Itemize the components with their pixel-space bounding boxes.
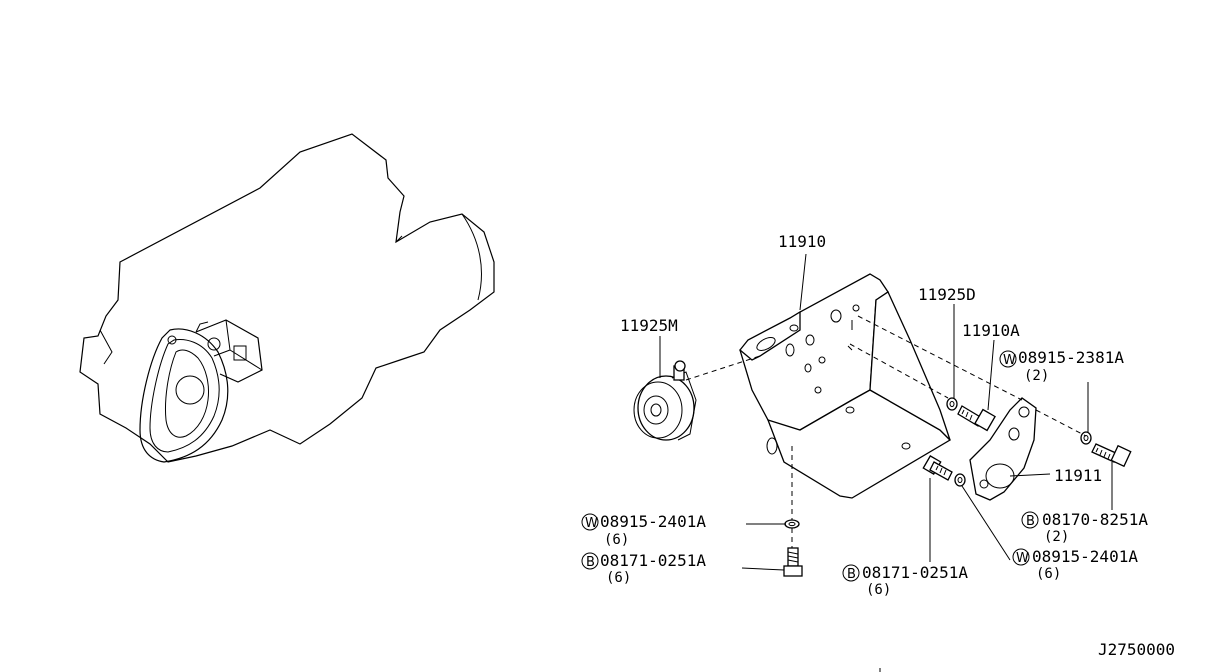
callout-w-08915-2381a: W 08915-2381A (2) <box>999 348 1124 384</box>
bracket-11910 <box>739 273 952 499</box>
svg-text:(2): (2) <box>1024 368 1049 384</box>
svg-text:11911: 11911 <box>1054 466 1102 485</box>
svg-text:B: B <box>847 567 856 582</box>
callout-b-08170-8251a: B 08170-8251A (2) <box>1021 510 1148 545</box>
idler-pulley-11925m <box>633 360 697 441</box>
callout-b-08171-0251a-left: B 08171-0251A (6) <box>581 551 706 586</box>
timing-cover <box>139 328 229 463</box>
engine-outline <box>79 133 495 463</box>
bolt-symbol-icon <box>842 564 860 582</box>
callout-11910: 11910 <box>778 232 826 251</box>
bolt-symbol-icon <box>581 552 599 570</box>
callout-w-08915-2401a-left: W 08915-2401A (6) <box>581 512 706 548</box>
svg-text:W: W <box>585 516 598 531</box>
svg-text:11910: 11910 <box>778 232 826 251</box>
assembly-lines <box>685 315 1087 548</box>
svg-text:11910A: 11910A <box>962 321 1020 340</box>
svg-text:08915-2381A: 08915-2381A <box>1018 348 1124 367</box>
bolt-08171-0251a-mid <box>922 455 953 481</box>
washer-11925d <box>946 397 958 411</box>
bolt-11910a <box>957 405 996 432</box>
washer-symbol-icon <box>581 513 599 531</box>
washer-08915-2401a-left <box>784 519 800 529</box>
svg-text:(6): (6) <box>604 532 629 548</box>
svg-text:(6): (6) <box>866 582 891 598</box>
leader-lines <box>659 253 1113 571</box>
bolt-08171-0251a-left <box>783 547 803 577</box>
svg-text:08915-2401A: 08915-2401A <box>600 512 706 531</box>
svg-text:(2): (2) <box>1044 529 1069 545</box>
svg-text:W: W <box>1016 551 1029 566</box>
plate-11911 <box>969 397 1037 501</box>
washer-symbol-icon <box>1012 548 1030 566</box>
callout-11925m: 11925M <box>620 316 678 335</box>
washer-08915-2401a-right <box>954 473 966 487</box>
svg-text:W: W <box>1003 353 1016 368</box>
washer-symbol-icon <box>999 350 1017 368</box>
bolt-08170-8251a <box>1091 443 1132 468</box>
svg-text:11925M: 11925M <box>620 316 678 335</box>
svg-text:08170-8251A: 08170-8251A <box>1042 510 1148 529</box>
bolt-symbol-icon <box>1021 511 1039 529</box>
svg-text:B: B <box>586 555 595 570</box>
svg-text:(6): (6) <box>606 570 631 586</box>
washer-08915-2381a <box>1080 431 1092 445</box>
svg-text:B: B <box>1026 514 1035 529</box>
engine-bracket <box>195 319 263 383</box>
callout-11911: 11911 <box>1054 466 1102 485</box>
svg-text:08171-0251A: 08171-0251A <box>600 551 706 570</box>
svg-text:08915-2401A: 08915-2401A <box>1032 547 1138 566</box>
callout-w-08915-2401a-right: W 08915-2401A (6) <box>1012 547 1138 582</box>
svg-text:08171-0251A: 08171-0251A <box>862 563 968 582</box>
callout-b-08171-0251a-mid: B 08171-0251A (6) <box>842 563 968 598</box>
callout-11925d: 11925D <box>918 285 976 304</box>
callout-11910a: 11910A <box>962 321 1020 340</box>
diagram-id: J2750000 <box>1098 640 1175 659</box>
svg-text:(6): (6) <box>1036 566 1061 582</box>
svg-text:11925D: 11925D <box>918 285 976 304</box>
